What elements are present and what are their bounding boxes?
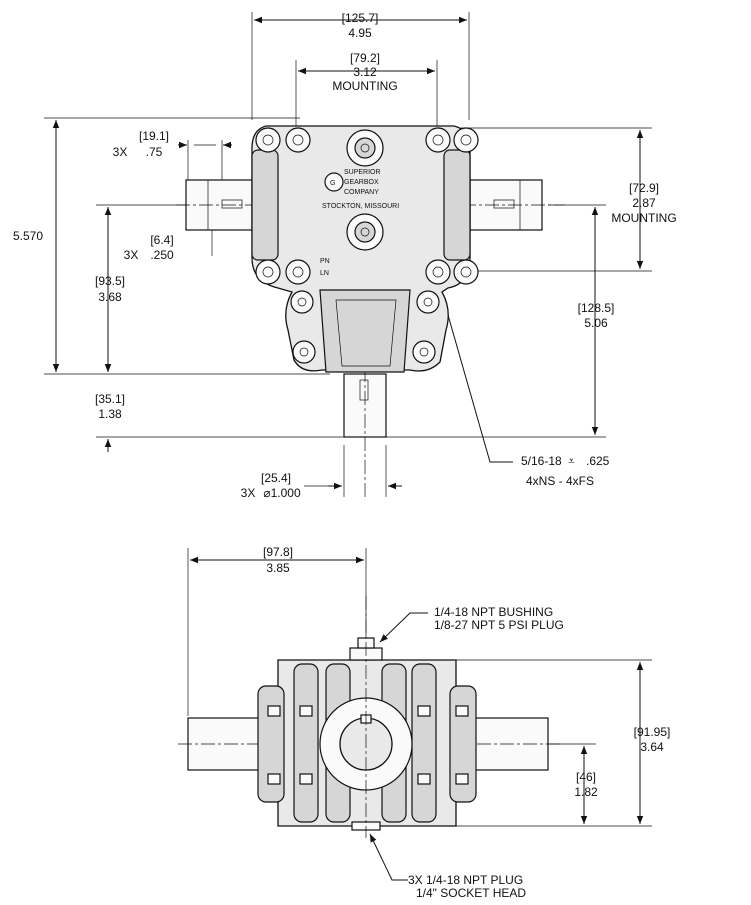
hole-to-bottom-dimension: [128.5] 5.06	[380, 204, 615, 438]
housing-text-2: GEARBOX	[344, 179, 379, 186]
mounting-height-mm: [72.9]	[629, 181, 659, 195]
keyway-width-in: .250	[150, 248, 174, 262]
mounting-width-label: MOUNTING	[332, 79, 397, 93]
output-shaft	[343, 368, 387, 498]
overall-depth-dimension: [91.95] 3.64	[456, 659, 671, 827]
mounting-height-dimension: [72.9] 2.87 MOUNTING	[460, 127, 677, 272]
left-shaft	[176, 179, 260, 231]
bushing-callout-line2: 1/8-27 NPT 5 PSI PLUG	[434, 618, 564, 632]
housing-text-4: STOCKTON, MISSOURI	[322, 203, 399, 210]
shaft-diameter-in: ⌀1.000	[263, 486, 301, 500]
front-view: [125.7] 4.95 [79.2] 3.12 MOUNTING [19.1]…	[13, 11, 677, 500]
shaft-offset-mm: [46]	[576, 770, 596, 784]
overall-width-in: 4.95	[348, 26, 372, 40]
svg-text:G: G	[330, 180, 335, 187]
superior-gearbox-logo-icon: G	[324, 172, 344, 192]
shaft-center-height-mm: [93.5]	[95, 274, 125, 288]
housing-text-3: COMPANY	[344, 189, 379, 196]
plug-callout-line1: 3X 1/4-18 NPT PLUG	[408, 873, 523, 887]
mounting-width-in: 3.12	[353, 65, 377, 79]
shaft-extension-dimension: [35.1] 1.38	[95, 362, 344, 452]
nameplate-pn: PN	[320, 258, 330, 265]
shaft-diameter-mm: [25.4]	[261, 471, 291, 485]
overall-height-dimension: 5.570	[13, 117, 330, 375]
shaft-offset-in: 1.82	[574, 785, 598, 799]
nameplate-ln: LN	[320, 270, 329, 277]
plug-callout-line2: 1/4" SOCKET HEAD	[416, 886, 526, 900]
overall-depth-mm: [91.95]	[634, 725, 671, 739]
hole-to-bottom-mm: [128.5]	[578, 301, 615, 315]
offset-width-mm: [97.8]	[263, 545, 293, 559]
top-view: [97.8] 3.85 1/4-18 NPT BUSHING 1/8-27 NP…	[178, 545, 670, 900]
shaft-center-height-in: 3.68	[98, 290, 122, 304]
shaft-extension-in: 1.38	[98, 407, 122, 421]
offset-width-in: 3.85	[266, 561, 290, 575]
offset-width-dimension: [97.8] 3.85	[187, 545, 367, 716]
keyway-length-in: .75	[146, 145, 163, 159]
bushing-callout-line1: 1/4-18 NPT BUSHING	[434, 605, 553, 619]
keyway-length-mm: [19.1]	[139, 129, 169, 143]
overall-depth-in: 3.64	[640, 740, 664, 754]
shaft-diameter-qty: 3X	[241, 486, 256, 500]
bushing-callout: 1/4-18 NPT BUSHING 1/8-27 NPT 5 PSI PLUG	[379, 605, 564, 643]
overall-width-mm: [125.7]	[342, 11, 379, 25]
keyway-width-mm: [6.4]	[150, 233, 173, 247]
keyway-length-dimension: [19.1] 3X .75	[113, 129, 232, 192]
gearbox-housing-top	[257, 596, 477, 838]
shaft-extension-mm: [35.1]	[95, 392, 125, 406]
counterbore-depth-icon: ⩡	[568, 454, 575, 468]
shaft-offset-dimension: [46] 1.82	[548, 743, 598, 824]
mount-thread-spec: 5/16-18	[521, 454, 562, 468]
mounting-width-mm: [79.2]	[350, 51, 380, 65]
keyway-width-qty: 3X	[124, 248, 139, 262]
mounting-height-label: MOUNTING	[611, 211, 676, 225]
mount-thread-callout: 5/16-18 ⩡ .625 4xNS - 4xFS	[437, 279, 610, 488]
overall-height-in: 5.570	[13, 229, 43, 243]
overall-width-dimension: [125.7] 4.95	[251, 11, 470, 120]
plug-callout: 3X 1/4-18 NPT PLUG 1/4" SOCKET HEAD	[369, 833, 526, 900]
shaft-diameter-dimension: [25.4] 3X ⌀1.000	[241, 445, 402, 500]
gearbox-housing-front: G SUPERIOR GEARBOX COMPANY STOCKTON, MIS…	[251, 125, 479, 373]
housing-text-1: SUPERIOR	[344, 169, 381, 176]
mount-thread-note: 4xNS - 4xFS	[526, 474, 594, 488]
mounting-height-in: 2.87	[632, 196, 656, 210]
right-shaft	[462, 179, 565, 231]
hole-to-bottom-in: 5.06	[584, 316, 608, 330]
mount-thread-depth: .625	[586, 454, 610, 468]
shaft-center-height-dimension: [93.5] 3.68	[95, 204, 186, 372]
keyway-length-qty: 3X	[113, 145, 128, 159]
mounting-width-dimension: [79.2] 3.12 MOUNTING	[295, 51, 438, 128]
